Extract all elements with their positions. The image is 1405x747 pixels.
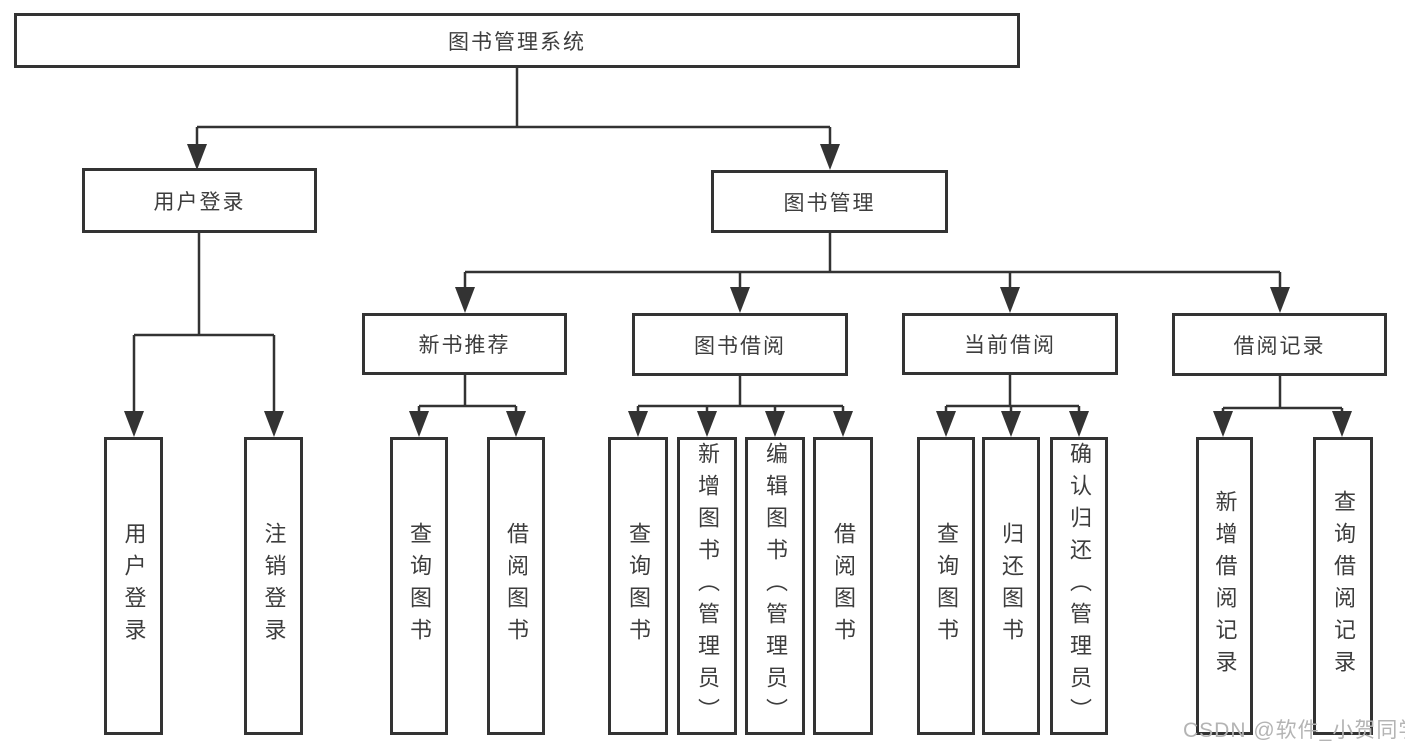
leaf-logout: 注销登录 [244, 437, 303, 735]
node-label: 注销登录 [261, 522, 287, 650]
node-book-borrow: 图书借阅 [632, 313, 848, 376]
node-label: 借阅图书 [504, 522, 529, 650]
node-label: 用户登录 [153, 190, 246, 214]
node-library-management-system: 图书管理系统 [14, 13, 1020, 68]
leaf-user-login: 用户登录 [104, 437, 163, 735]
leaf-query-borrow-record: 查询借阅记录 [1313, 437, 1373, 735]
node-book-management: 图书管理 [711, 170, 948, 233]
node-label: 图书借阅 [694, 334, 786, 358]
csdn-watermark: CSDN @软件_小贺同学 [1183, 719, 1405, 742]
leaf-confirm-return-admin: 确认归还（管理员） [1050, 437, 1108, 735]
node-label: 新增借阅记录 [1212, 490, 1238, 682]
leaf-borrow-book-recommend: 借阅图书 [487, 437, 545, 735]
leaf-query-book-current: 查询图书 [917, 437, 975, 735]
node-user-login: 用户登录 [82, 168, 317, 233]
leaf-edit-book-admin: 编辑图书（管理员） [745, 437, 805, 735]
node-label: 借阅记录 [1233, 334, 1326, 358]
node-label: 用户登录 [121, 522, 147, 650]
leaf-return-book: 归还图书 [982, 437, 1040, 735]
node-new-book-recommend: 新书推荐 [362, 313, 567, 375]
node-current-borrow: 当前借阅 [902, 313, 1118, 375]
leaf-borrow-book: 借阅图书 [813, 437, 873, 735]
node-label: 当前借阅 [964, 334, 1056, 357]
node-label: 归还图书 [999, 522, 1024, 650]
leaf-add-borrow-record: 新增借阅记录 [1196, 437, 1253, 735]
node-label: 确认归还（管理员） [1067, 442, 1092, 730]
node-label: 图书管理 [783, 191, 876, 215]
node-label: 查询借阅记录 [1331, 490, 1356, 682]
arrowheads [124, 144, 1352, 437]
node-label: 新增图书（管理员） [695, 442, 720, 730]
node-label: 新书推荐 [418, 334, 511, 357]
leaf-query-book-borrow: 查询图书 [608, 437, 668, 735]
node-label: 查询图书 [934, 522, 959, 650]
node-borrow-record: 借阅记录 [1172, 313, 1387, 376]
node-label: 查询图书 [626, 522, 651, 650]
node-label: 编辑图书（管理员） [763, 442, 788, 730]
leaf-query-book-recommend: 查询图书 [390, 437, 448, 735]
node-label: 图书管理系统 [448, 30, 586, 54]
leaf-add-book-admin: 新增图书（管理员） [677, 437, 737, 735]
node-label: 查询图书 [407, 522, 432, 650]
node-label: 借阅图书 [831, 522, 856, 650]
